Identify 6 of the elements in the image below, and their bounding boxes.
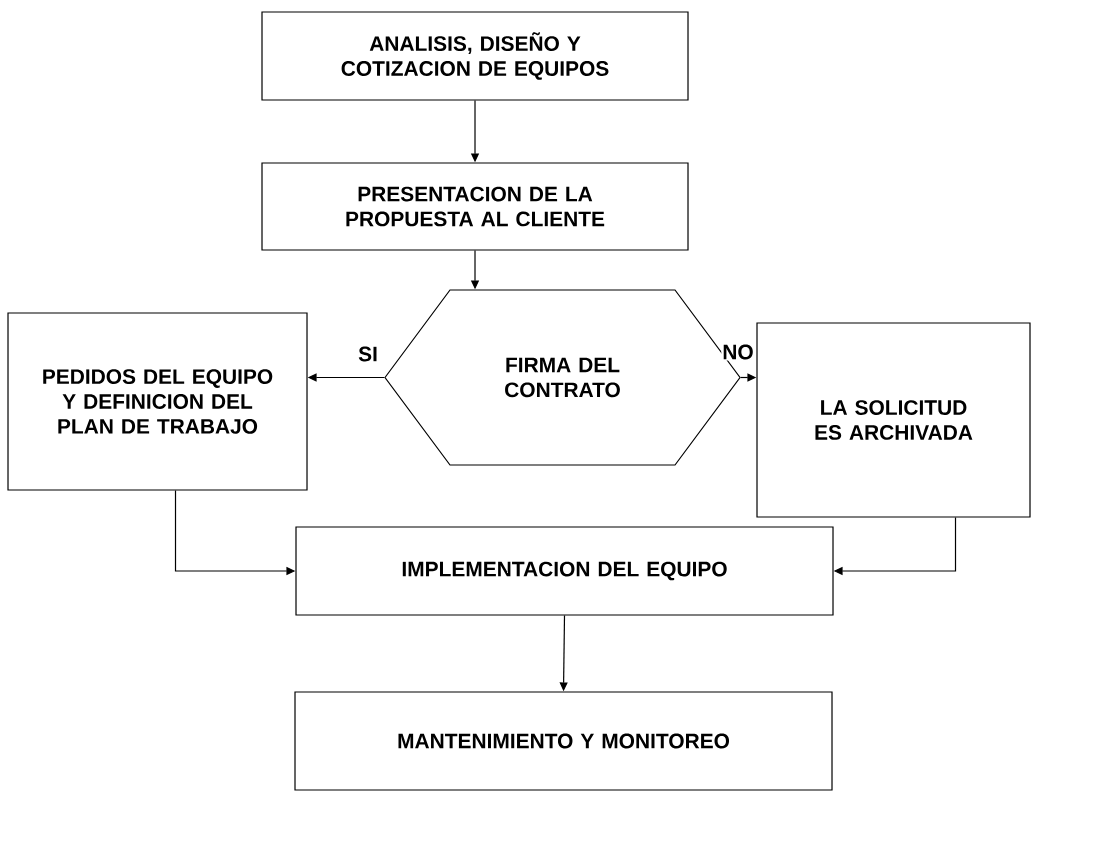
- process-box: PEDIDOS DEL EQUIPO Y DEFINICION DEL PLAN DE TRABAJO: [7, 312, 308, 491]
- process-box: MANTENIMIENTO Y MONITOREO: [294, 691, 833, 791]
- process-box: ANALISIS, DISEÑO Y COTIZACION DE EQUIPOS: [261, 11, 689, 101]
- process-box: IMPLEMENTACION DEL EQUIPO: [295, 526, 834, 616]
- process-box: LA SOLICITUD ES ARCHIVADA: [756, 322, 1031, 518]
- process-box: PRESENTACION DE LA PROPUESTA AL CLIENTE: [261, 162, 689, 251]
